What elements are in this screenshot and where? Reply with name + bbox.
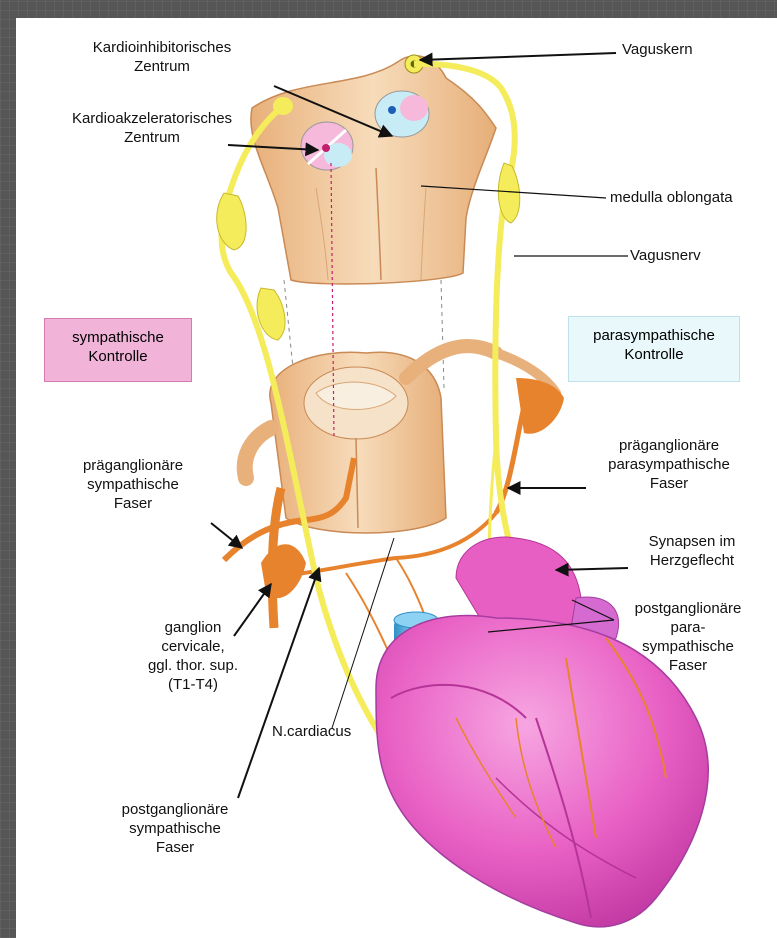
label-praeganglionaere-sym-line2: sympathische [58,475,208,494]
label-vagusnerv: Vagusnerv [630,246,701,265]
label-n-cardiacus: N.cardiacus [272,722,351,741]
label-synapsen-im-herzgeflecht: Synapsen im Herzgeflecht [622,532,762,570]
label-postganglionaere-sym-line2: sympathische [100,819,250,838]
kardioinhibitorisches-zentrum [375,91,429,137]
label-ganglion-line4: (T1-T4) [118,675,268,694]
label-synapsen-line2: Herzgeflecht [622,551,762,570]
dashed-guide-right [441,280,444,388]
label-praeganglionaere-para-line1: präganglionäre [584,436,754,455]
sympathische-kontrolle-box: sympathische Kontrolle [44,318,192,382]
label-postganglionaere-para-line4: Faser [618,656,758,675]
label-kardioakzeleratorisches-zentrum: Kardioakzeleratorisches Zentrum [36,109,268,147]
label-praeganglionaere-para-line3: Faser [584,474,754,493]
label-ganglion-line2: cervicale, [118,637,268,656]
label-sympathische: sympathische [45,328,191,347]
label-postganglionaere-para-line3: sympathische [618,637,758,656]
label-postganglionaere-parasympathische-faser: postganglionäre para- sympathische Faser [618,599,758,675]
label-postganglionaere-para-line2: para- [618,618,758,637]
label-kardioakzeleratorisches-line1: Kardioakzeleratorisches [36,109,268,128]
label-postganglionaere-para-line1: postganglionäre [618,599,758,618]
arrow-praeganglionaer-sym [211,523,242,548]
label-kontrolle-para: Kontrolle [569,345,739,364]
label-praeganglionaere-para-line2: parasympathische [584,455,754,474]
spinal-cord-segment [245,346,556,533]
label-postganglionaere-sym-line3: Faser [100,838,250,857]
dashed-guide-left [284,280,294,378]
label-kontrolle-sym: Kontrolle [45,347,191,366]
heart [376,537,708,927]
label-medulla-oblongata: medulla oblongata [610,188,733,207]
label-parasympathische: parasympathische [569,326,739,345]
label-praeganglionaere-parasympathische-faser: präganglionäre parasympathische Faser [584,436,754,493]
label-kardioinhibitorisches-zentrum: Kardioinhibitorisches Zentrum [52,38,272,76]
label-ganglion-cervicale: ganglion cervicale, ggl. thor. sup. (T1-… [118,618,268,694]
label-synapsen-line1: Synapsen im [622,532,762,551]
label-postganglionaere-sym-line1: postganglionäre [100,800,250,819]
label-vaguskern: Vaguskern [622,40,693,59]
label-postganglionaere-sympathische-faser: postganglionäre sympathische Faser [100,800,250,857]
label-praeganglionaere-sym-line3: Faser [58,494,208,513]
label-ganglion-line1: ganglion [118,618,268,637]
arrow-vaguskern [420,53,616,60]
medulla-oblongata [251,56,496,284]
label-ganglion-line3: ggl. thor. sup. [118,656,268,675]
label-kardioinhibitorisches-line1: Kardioinhibitorisches [52,38,272,57]
parasympathische-kontrolle-box: parasympathische Kontrolle [568,316,740,382]
label-kardioakzeleratorisches-line2: Zentrum [36,128,268,147]
kardioakzeleratorisches-zentrum [301,122,353,170]
label-praeganglionaere-sympathische-faser: präganglionäre sympathische Faser [58,456,208,513]
label-kardioinhibitorisches-line2: Zentrum [52,57,272,76]
label-praeganglionaere-sym-line1: präganglionäre [58,456,208,475]
